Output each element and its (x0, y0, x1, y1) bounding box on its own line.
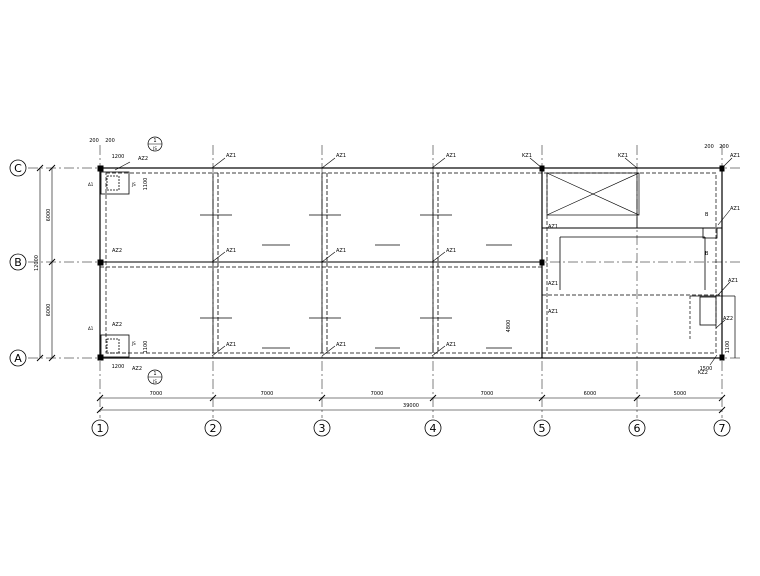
span-total: 39000 (403, 403, 419, 409)
label-az1-7-top: AZ1 (730, 153, 740, 159)
note-left-top: Δ1 (88, 182, 94, 187)
dim-1200-bottom: 1200 (112, 364, 125, 370)
grid-bubble-axis-1-label: 1 (97, 422, 104, 435)
dimension-lines (39, 168, 722, 411)
cut-bottom-num: 1 (153, 371, 156, 377)
cut-bottom-sub: JS (152, 379, 157, 384)
dim-1200-top: 1200 (112, 154, 125, 160)
label-az1-7-mid: AZ1 (730, 206, 740, 212)
small-notes: Δ1 Δ1 JS JS (88, 182, 136, 346)
corner-details (100, 171, 718, 358)
label-az2-right: AZ2 (723, 316, 733, 322)
grid-bubble-axis-b: B (9, 253, 27, 271)
span-4-5: 7000 (481, 391, 494, 397)
beam-outline (99, 167, 736, 359)
label-az2-bot2: AZ2 (132, 366, 142, 372)
span-left-total: 12000 (34, 255, 40, 271)
columns (97, 165, 725, 361)
grid-bubbles: 1 2 3 4 5 6 7 C B A (9, 159, 731, 437)
grid-bubble-axis-b-label: B (14, 256, 22, 269)
label-b-right: B (705, 212, 709, 218)
grid-bubble-axis-4-label: 4 (430, 422, 437, 435)
grid-bubble-axis-2: 2 (204, 419, 222, 437)
label-az1-2-bot: AZ1 (226, 342, 236, 348)
grid-bubble-axis-6-label: 6 (634, 422, 641, 435)
grid-bubble-axis-c-label: C (14, 162, 22, 175)
label-az2-bot: AZ2 (112, 322, 122, 328)
section-ticks (200, 214, 512, 349)
grid-bubble-axis-7: 7 (713, 419, 731, 437)
label-az1-7-low: AZ1 (728, 278, 738, 284)
dimension-texts: 7000 7000 7000 7000 6000 5000 39000 6000… (34, 138, 731, 409)
cut-top-num: 1 (153, 138, 156, 144)
label-az1-2-mid: AZ1 (226, 248, 236, 254)
grid-bubble-axis-c: C (9, 159, 27, 177)
label-az1-2-top: AZ1 (226, 153, 236, 159)
grid-bubble-axis-4: 4 (424, 419, 442, 437)
dim-top-right-b: 200 (719, 144, 729, 150)
grid-bubble-axis-1: 1 (91, 419, 109, 437)
span-b-a: 6000 (46, 304, 52, 317)
span-3-4: 7000 (371, 391, 384, 397)
label-b-right2: B (705, 251, 709, 257)
label-az1-3-top: AZ1 (336, 153, 346, 159)
label-az1-3-bot: AZ1 (336, 342, 346, 348)
span-5-6: 6000 (584, 391, 597, 397)
label-az2-top: AZ2 (138, 156, 148, 162)
axis-lines (28, 145, 740, 418)
grid-bubble-axis-7-label: 7 (719, 422, 726, 435)
grid-bubble-axis-2-label: 2 (210, 422, 217, 435)
note-left-bot: Δ1 (88, 326, 94, 331)
label-az1-3-mid: AZ1 (336, 248, 346, 254)
section-cut-bottom: 1 JS (147, 369, 163, 385)
span-2-3: 7000 (261, 391, 274, 397)
cut-top-sub: JS (152, 146, 157, 151)
span-right-stub: 4800 (506, 320, 512, 333)
label-az1-4-bot: AZ1 (446, 342, 456, 348)
column-labels: AZ2 AZ2 AZ2 AZ2 AZ2 AZ1 AZ1 AZ1 AZ1 AZ1 … (112, 153, 740, 376)
dim-top-right-a: 200 (704, 144, 714, 150)
label-az1-5-low: AZ1 (548, 281, 558, 287)
dim-top-left-b: 200 (105, 138, 115, 144)
grid-bubble-axis-5: 5 (533, 419, 551, 437)
grid-bubble-axis-a: A (9, 349, 27, 367)
span-1-2: 7000 (150, 391, 163, 397)
span-6-7: 5000 (674, 391, 687, 397)
label-kz1-5: KZ1 (522, 153, 532, 159)
grid-bubble-axis-5-label: 5 (539, 422, 546, 435)
dimension-ticks (36, 164, 726, 414)
dim-1100-bottom: 1100 (143, 341, 149, 354)
dim-top-left-a: 200 (89, 138, 99, 144)
label-kz2: KZ2 (698, 370, 708, 376)
grid-bubble-axis-a-label: A (14, 352, 22, 365)
label-kz1-6: KZ1 (618, 153, 628, 159)
label-az1-5-mid: AZ1 (548, 224, 558, 230)
interior-beams (212, 173, 638, 353)
note-box-top: JS (131, 182, 136, 187)
grid-bubble-axis-3: 3 (313, 419, 331, 437)
section-cut-top: 1 JS (147, 136, 163, 152)
note-box-bot: JS (131, 341, 136, 346)
grid-bubble-axis-3-label: 3 (319, 422, 326, 435)
dim-1100-top: 1100 (143, 178, 149, 191)
label-az1-4-mid: AZ1 (446, 248, 456, 254)
dim-1100-right: 1100 (725, 341, 731, 354)
dim-1500-right: 1500 (700, 366, 713, 372)
label-az1-5-low2: AZ1 (548, 309, 558, 315)
grid-bubble-axis-6: 6 (628, 419, 646, 437)
leader-lines (114, 157, 733, 366)
label-az2-mid: AZ2 (112, 248, 122, 254)
label-az1-4-top: AZ1 (446, 153, 456, 159)
span-c-b: 6000 (46, 209, 52, 222)
